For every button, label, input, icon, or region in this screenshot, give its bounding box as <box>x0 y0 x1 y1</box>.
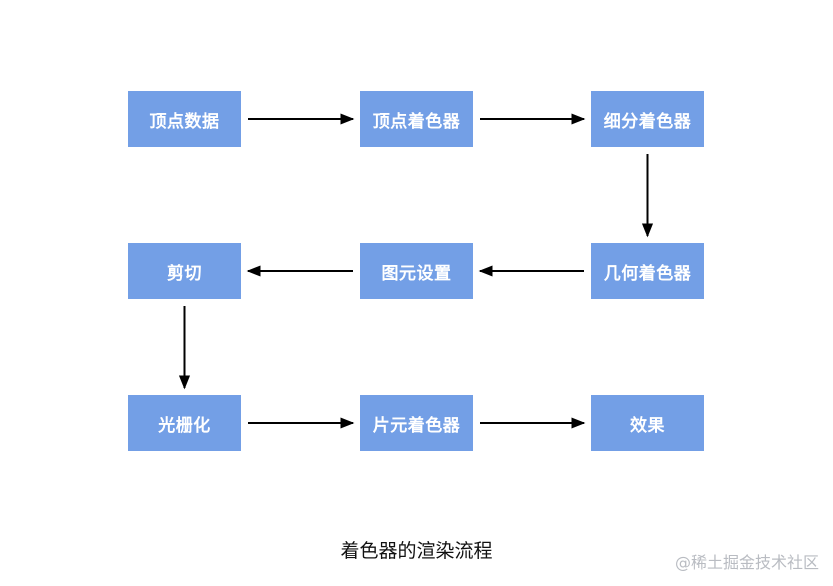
node-label: 剪切 <box>167 263 202 284</box>
node-primitive-setup: 图元设置 <box>360 243 473 299</box>
node-label: 图元设置 <box>381 263 452 284</box>
node-rasterization: 光栅化 <box>128 395 241 451</box>
watermark: @稀土掘金技术社区 <box>674 553 819 572</box>
diagram-caption: 着色器的渲染流程 <box>340 540 493 562</box>
node-vertex-shader: 顶点着色器 <box>360 91 473 147</box>
node-label: 细分着色器 <box>603 111 692 132</box>
node-tessellation-shader: 细分着色器 <box>591 91 704 147</box>
node-label: 片元着色器 <box>372 415 461 436</box>
node-fragment-shader: 片元着色器 <box>360 395 473 451</box>
node-effect: 效果 <box>591 395 704 451</box>
node-label: 顶点数据 <box>149 111 220 132</box>
node-label: 光栅化 <box>158 415 211 436</box>
node-label: 几何着色器 <box>603 263 692 284</box>
node-label: 顶点着色器 <box>372 111 461 132</box>
node-vertex-data: 顶点数据 <box>128 91 241 147</box>
node-geometry-shader: 几何着色器 <box>591 243 704 299</box>
node-clipping: 剪切 <box>128 243 241 299</box>
node-label: 效果 <box>630 415 665 436</box>
